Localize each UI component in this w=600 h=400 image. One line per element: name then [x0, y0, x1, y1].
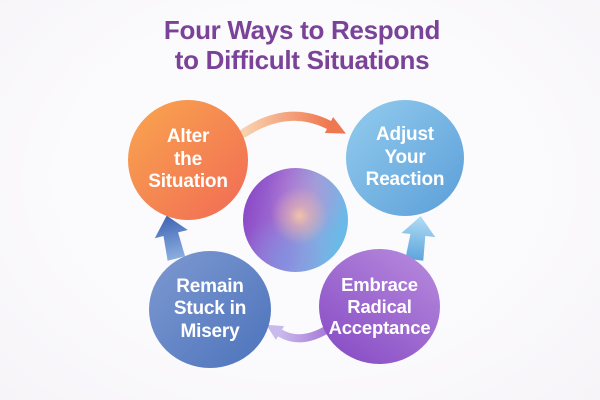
center-gradient-circle [243, 168, 348, 272]
node-remain-stuck-in-misery: Remain Stuck in Misery [149, 251, 271, 368]
up-arrow-shape [154, 215, 188, 261]
diagram-title-line1: Four Ways to Respond [163, 15, 441, 45]
arrow-shaft [276, 326, 330, 343]
arrowhead [266, 324, 285, 340]
node-label: Remain Stuck in Misery [173, 275, 247, 342]
node-embrace-radical-acceptance: Embrace Radical Acceptance [319, 249, 440, 364]
arrow-alter-to-adjust-icon [239, 111, 346, 138]
up-arrow-shape [401, 216, 436, 261]
node-alter-the-situation: Alter the Situation [128, 100, 248, 220]
node-label: Adjust Your Reaction [365, 124, 445, 191]
arrowhead [324, 116, 346, 134]
node-label: Embrace Radical Acceptance [328, 273, 431, 339]
arrow-embrace-to-adjust-icon [401, 216, 436, 261]
node-adjust-your-reaction: Adjust Your Reaction [346, 100, 464, 216]
diagram-title: Four Ways to Respond to Difficult Situat… [0, 15, 600, 75]
arrow-shaft [239, 111, 334, 138]
diagram-title-line2: to Difficult Situations [174, 45, 430, 75]
node-label: Alter the Situation [148, 126, 228, 193]
arrow-remain-to-alter-icon [154, 215, 188, 261]
arrow-embrace-to-remain-icon [266, 324, 330, 343]
